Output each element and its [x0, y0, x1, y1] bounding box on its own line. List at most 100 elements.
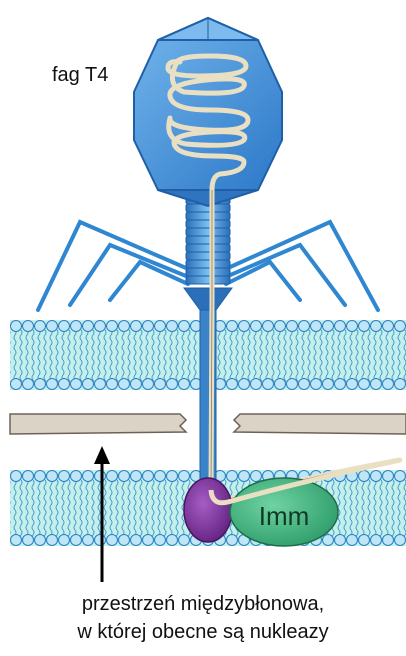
lipid-head: [143, 321, 154, 332]
lipid-head: [359, 321, 370, 332]
imm-protein-label: Imm: [259, 501, 310, 531]
baseplate: [184, 288, 232, 310]
lipid-head: [227, 471, 238, 482]
lipid-head: [11, 321, 22, 332]
sheath-ring: [186, 252, 230, 260]
lipid-head: [299, 379, 310, 390]
lipid-head: [107, 379, 118, 390]
lipid-head: [131, 471, 142, 482]
sheath-ring: [186, 260, 230, 268]
lipid-head: [131, 321, 142, 332]
lipid-head: [311, 321, 322, 332]
lipid-head: [299, 321, 310, 332]
lipid-head: [227, 379, 238, 390]
lipid-head: [119, 535, 130, 546]
tail-sheath: [186, 196, 230, 284]
lipid-head: [23, 471, 34, 482]
lipid-head: [119, 321, 130, 332]
lipid-head: [11, 535, 22, 546]
cell-wall-left-segment: [10, 414, 186, 434]
lipid-head: [323, 321, 334, 332]
lipid-head: [167, 471, 178, 482]
lipid-head: [179, 379, 190, 390]
cell-wall-right-segment: [234, 414, 406, 434]
lipid-head: [155, 535, 166, 546]
lipid-head: [287, 379, 298, 390]
lipid-head: [23, 379, 34, 390]
lipid-head: [323, 379, 334, 390]
lipid-head: [347, 321, 358, 332]
purple-membrane-protein: [184, 478, 232, 542]
lipid-head: [335, 379, 346, 390]
lipid-head: [263, 321, 274, 332]
lipid-head: [287, 321, 298, 332]
lipid-head: [359, 471, 370, 482]
lipid-head: [47, 379, 58, 390]
lipid-head: [167, 321, 178, 332]
lipid-head: [395, 471, 406, 482]
sheath-ring: [186, 212, 230, 220]
sheath-ring: [186, 244, 230, 252]
lipid-head: [263, 379, 274, 390]
lipid-head: [95, 321, 106, 332]
caption: przestrzeń międzybłonowa, w której obecn…: [0, 590, 406, 646]
lipid-head: [323, 535, 334, 546]
lipid-head: [371, 471, 382, 482]
caption-line-2: w której obecne są nukleazy: [0, 618, 406, 646]
lipid-head: [35, 321, 46, 332]
lipid-head: [155, 471, 166, 482]
lipid-head: [59, 321, 70, 332]
lipid-head: [311, 379, 322, 390]
lipid-head: [71, 471, 82, 482]
lipid-head: [383, 471, 394, 482]
lipid-head: [83, 471, 94, 482]
lipid-head: [71, 321, 82, 332]
lipid-head: [95, 379, 106, 390]
lipid-head: [47, 471, 58, 482]
sheath-ring: [186, 220, 230, 228]
lipid-head: [83, 379, 94, 390]
lipid-head: [383, 321, 394, 332]
sheath-ring: [186, 228, 230, 236]
lipid-head: [335, 321, 346, 332]
lipid-head: [239, 471, 250, 482]
lipid-head: [71, 535, 82, 546]
lipid-head: [23, 535, 34, 546]
lipid-head: [371, 379, 382, 390]
lipid-head: [47, 535, 58, 546]
lipid-head: [371, 535, 382, 546]
lipid-head: [347, 535, 358, 546]
lipid-head: [275, 321, 286, 332]
lipid-head: [167, 379, 178, 390]
lipid-head: [227, 535, 238, 546]
lipid-head: [251, 379, 262, 390]
lipid-head: [47, 321, 58, 332]
lipid-head: [275, 379, 286, 390]
sheath-ring: [186, 268, 230, 276]
lipid-head: [23, 321, 34, 332]
lipid-head: [251, 321, 262, 332]
lipid-head: [359, 535, 370, 546]
phage-label: fag T4: [52, 64, 108, 87]
lipid-head: [143, 379, 154, 390]
caption-line-1: przestrzeń międzybłonowa,: [0, 590, 406, 618]
lipid-head: [371, 321, 382, 332]
lipid-head: [227, 321, 238, 332]
lipid-head: [179, 471, 190, 482]
lipid-head: [251, 471, 262, 482]
lipid-head: [335, 535, 346, 546]
lipid-head: [383, 535, 394, 546]
lipid-head: [11, 379, 22, 390]
lipid-head: [131, 535, 142, 546]
lipid-head: [11, 471, 22, 482]
lipid-head: [347, 379, 358, 390]
tail-fiber-left-inner: [110, 262, 188, 300]
lipid-head: [359, 379, 370, 390]
lipid-head: [155, 321, 166, 332]
lipid-head: [239, 321, 250, 332]
lipid-head: [59, 471, 70, 482]
lipid-head: [119, 379, 130, 390]
lipid-head: [95, 471, 106, 482]
tail-fiber-right-inner: [226, 262, 300, 300]
